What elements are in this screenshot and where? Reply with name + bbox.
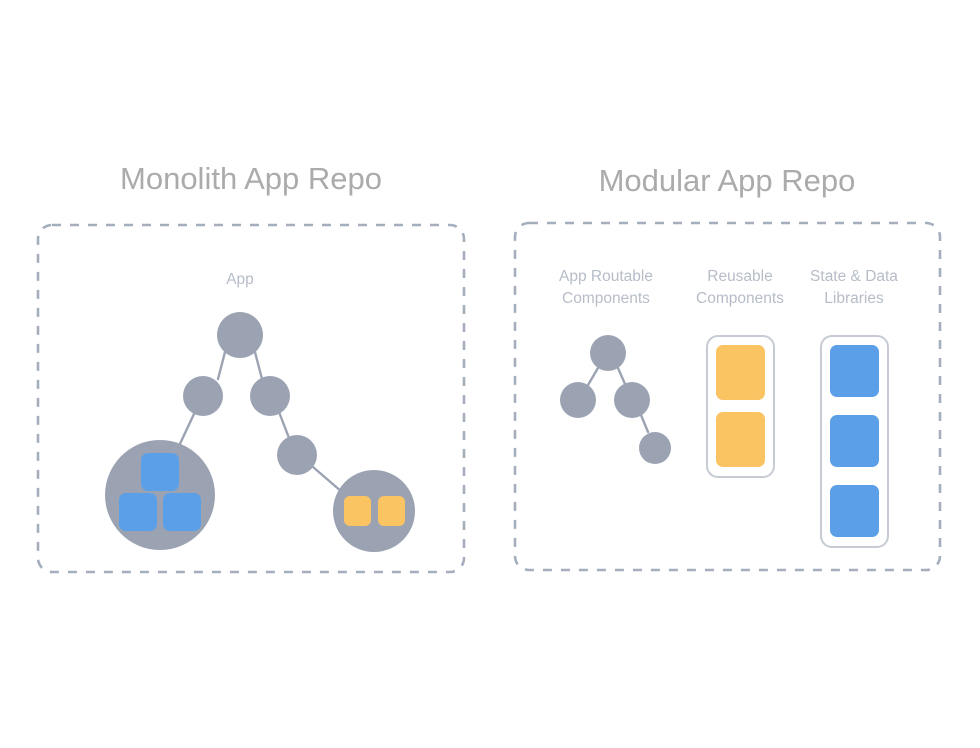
tree-node-right: [614, 382, 650, 418]
tile-group-orange-monolith: [344, 496, 405, 526]
edge-root-left: [216, 350, 227, 381]
tree-node-right-child: [639, 432, 671, 464]
repo-boundary-monolith: [36, 223, 466, 574]
edge-root-right: [616, 366, 627, 386]
app-label: App: [226, 271, 254, 288]
tree-node-left: [560, 382, 596, 418]
page-title-modular: Modular App Repo: [599, 163, 856, 198]
tile-blue: [141, 453, 179, 491]
tile-orange: [344, 496, 371, 526]
tile-blue: [830, 345, 879, 397]
tree-node-right-child: [277, 435, 317, 475]
group-label-line: Components: [696, 290, 784, 307]
tree-node-group-modular: [560, 335, 671, 464]
tree-node-right: [250, 376, 290, 416]
tree-node-root: [590, 335, 626, 371]
tree-node-root: [217, 312, 263, 358]
edge-right-child: [277, 410, 291, 440]
group-label-line: Reusable: [707, 268, 773, 285]
edge-left-cluster: [176, 412, 196, 450]
repo-boundary-modular: [513, 221, 942, 572]
panel-monolith: Monolith App Repo App: [36, 161, 466, 574]
tile-blue: [163, 493, 201, 531]
tile-group-blue-monolith: [119, 453, 201, 531]
group-label-state-data: State & Data Libraries: [810, 268, 898, 307]
panel-modular: Modular App Repo App Routable Components…: [513, 163, 942, 572]
group-label-line: App Routable: [559, 268, 653, 285]
group-label-line: Components: [562, 290, 650, 307]
edge-right-child: [639, 413, 650, 434]
tile-blue: [119, 493, 157, 531]
edge-child-cluster: [311, 465, 344, 494]
tree-node-group-monolith: [183, 312, 317, 475]
edge-group-modular: [586, 366, 650, 434]
page-title-monolith: Monolith App Repo: [120, 161, 382, 196]
tile-orange: [716, 412, 765, 467]
group-label-app-routable: App Routable Components: [559, 268, 653, 307]
edge-group-monolith: [176, 350, 344, 494]
group-label-reusable: Reusable Components: [696, 268, 784, 307]
tile-orange: [716, 345, 765, 400]
group-label-line: State & Data: [810, 268, 898, 285]
edge-root-left: [586, 366, 600, 387]
group-label-line: Libraries: [824, 290, 884, 307]
edge-root-right: [253, 350, 264, 381]
tile-orange: [378, 496, 405, 526]
tile-blue: [830, 485, 879, 537]
cluster-orange-components: [333, 470, 415, 552]
tile-blue: [830, 415, 879, 467]
card-state-data-libraries: [820, 335, 889, 548]
tree-node-left: [183, 376, 223, 416]
card-reusable-components: [706, 335, 775, 478]
